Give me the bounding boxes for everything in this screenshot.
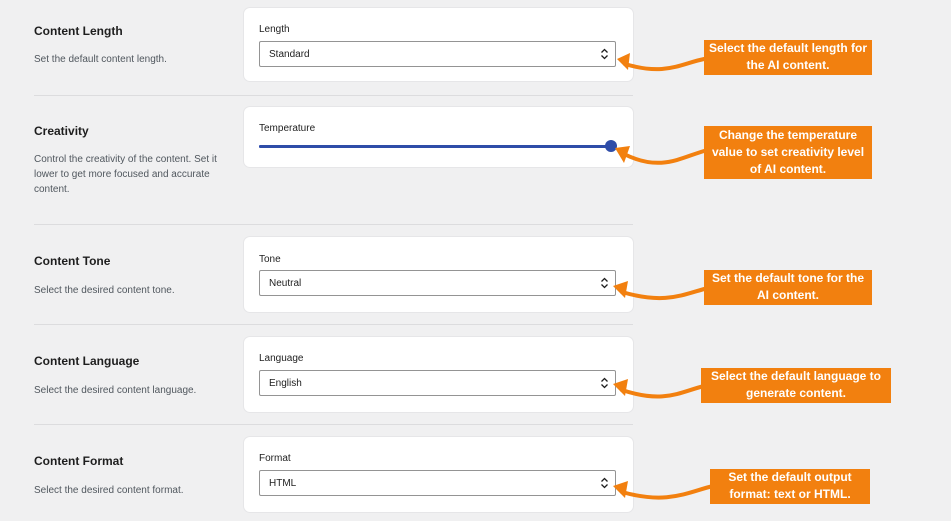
setting-card: Length Standard [244,8,633,81]
setting-row-format: Content Format Select the desired conten… [34,425,633,521]
select-value: Standard [269,49,310,60]
setting-card: Format HTML [244,437,633,512]
setting-card: Temperature [244,107,633,167]
row-divider [34,324,633,325]
select-value: Neutral [269,278,302,289]
format-select[interactable]: HTML [259,470,616,496]
tone-select[interactable]: Neutral [259,270,616,296]
setting-title: Content Format [34,454,124,468]
setting-description: Select the desired content tone. [34,285,175,296]
setting-card: Tone Neutral [244,237,633,312]
row-divider [34,424,633,425]
setting-description: Control the creativity of the content. S… [34,154,217,195]
chevron-up-down-icon [601,277,608,289]
chevron-up-down-icon [601,48,608,60]
field-label: Temperature [259,123,316,134]
callout-format: Set the default output format: text or H… [710,469,870,504]
slider-fill [259,145,611,148]
setting-description: Set the default content length. [34,54,167,65]
setting-row-creativity: Creativity Control the creativity of the… [34,96,633,224]
row-divider [34,224,633,225]
setting-title: Content Tone [34,254,111,268]
setting-description: Select the desired content format. [34,485,184,496]
callout-length: Select the default length for the AI con… [704,40,872,75]
callout-creativity: Change the temperature value to set crea… [704,126,872,179]
setting-title: Content Language [34,354,140,368]
setting-title: Content Length [34,24,123,38]
callout-language: Select the default language to generate … [701,368,891,403]
callout-tone: Set the default tone for the AI content. [704,270,872,305]
field-label: Tone [259,254,281,265]
field-label: Length [259,24,290,35]
select-value: English [269,378,302,389]
chevron-up-down-icon [601,377,608,389]
slider-thumb[interactable] [605,140,617,152]
setting-title: Creativity [34,124,89,138]
field-label: Language [259,353,304,364]
select-value: HTML [269,478,297,489]
setting-row-language: Content Language Select the desired cont… [34,325,633,424]
row-divider [34,95,633,96]
language-select[interactable]: English [259,370,616,396]
setting-row-tone: Content Tone Select the desired content … [34,225,633,324]
setting-row-length: Content Length Set the default content l… [34,0,633,95]
setting-description: Select the desired content language. [34,385,197,396]
length-select[interactable]: Standard [259,41,616,67]
setting-card: Language English [244,337,633,412]
chevron-up-down-icon [601,477,608,489]
field-label: Format [259,453,291,464]
temperature-slider[interactable] [259,145,611,148]
